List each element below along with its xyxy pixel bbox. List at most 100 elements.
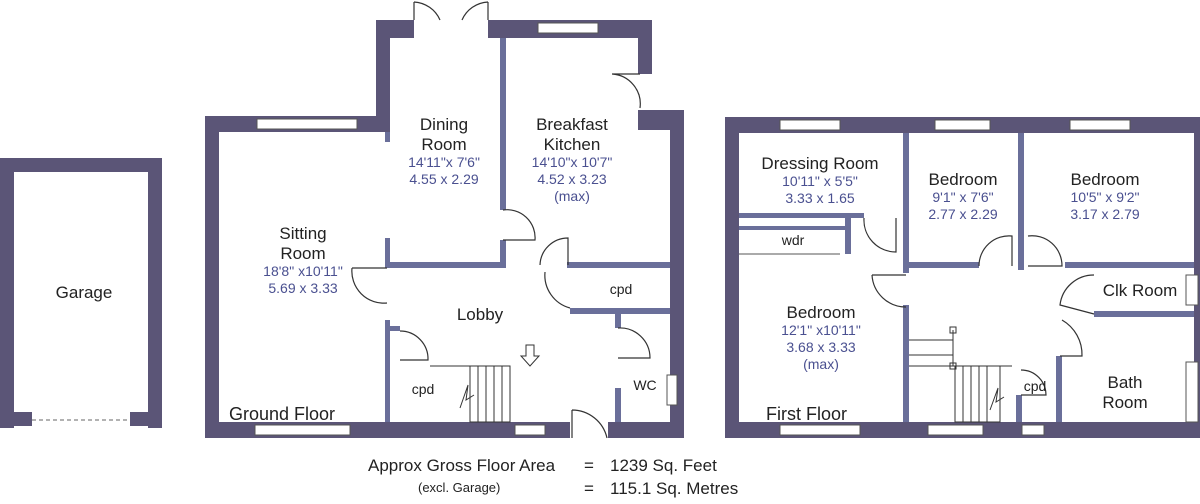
kitchen-label-1: Breakfast [536, 115, 608, 134]
bedroom1-note: (max) [803, 356, 839, 372]
ff-iwall-dressing-bed2 [903, 133, 909, 273]
ff-iwall-dressing-south [739, 213, 864, 218]
gf-window-kitchen-north [537, 22, 599, 34]
dressing-dim-ft: 10'11" x 5'5" [782, 173, 858, 189]
dining-dim-m: 4.55 x 2.29 [409, 171, 478, 187]
gf-door-kitchen-dining [502, 209, 536, 241]
area-label: Approx Gross Floor Area [368, 456, 556, 475]
sitting-dim-m: 5.69 x 3.33 [268, 280, 337, 296]
sitting-label-1: Sitting [279, 224, 326, 243]
ff-window-cpd [1021, 424, 1045, 436]
bedroom3-dim-ft: 10'5" x 9'2" [1071, 189, 1140, 205]
gf-door-sitting [351, 267, 388, 304]
dining-label-1: Dining [420, 115, 468, 134]
ff-stair-break [989, 387, 1005, 411]
gf-door-wc [617, 327, 651, 359]
bedroom2-dim-m: 2.77 x 2.29 [928, 206, 997, 222]
ff-newel-post [949, 326, 957, 334]
first-floor: Dressing Room 10'11" x 5'5" 3.33 x 1.65 … [725, 117, 1200, 438]
ground-floor: Dining Room 14'11"x 7'6" 4.55 x 2.29 Bre… [205, 1, 684, 439]
gf-wall-south-right [608, 422, 684, 438]
gf-wall-kitchen-ne [638, 20, 652, 74]
ff-iwall-wdr-top [739, 226, 849, 230]
sitting-dim-ft: 18'8" x10'11" [263, 263, 343, 279]
gf-wall-east [670, 110, 684, 438]
gf-iwall-wc-west [615, 388, 621, 422]
ff-door-clk [1059, 274, 1095, 315]
ff-window-clk [1185, 274, 1199, 306]
garage-wall-bottom-right [130, 412, 162, 426]
ff-iwall-bed2-south [909, 262, 979, 268]
gf-wall-dining-north-left [376, 20, 414, 38]
ff-window-landing [927, 424, 984, 436]
ff-stairs [909, 326, 1012, 423]
gf-window-wc [666, 374, 678, 406]
bath-label-1: Bath [1108, 373, 1143, 392]
cpd-first-label: cpd [1024, 378, 1047, 394]
gf-iwall-wc-top [615, 314, 621, 328]
ff-door-dressing [863, 217, 897, 253]
bedroom3-dim-m: 3.17 x 2.79 [1070, 206, 1139, 222]
gf-iwall-dining-lobby [385, 262, 505, 268]
cpd-kitchen-label: cpd [610, 281, 633, 297]
gf-wall-dining-west [376, 20, 390, 132]
dressing-label: Dressing Room [761, 154, 878, 173]
gf-stair-break [459, 384, 475, 409]
gf-french-door-left [413, 1, 441, 21]
gf-window-sitting-north [256, 118, 358, 130]
sitting-label-2: Room [280, 244, 325, 263]
gf-door-kitchen [539, 237, 569, 266]
area-sqm: 115.1 Sq. Metres [610, 479, 738, 498]
bath-label-2: Room [1102, 393, 1147, 412]
kitchen-note: (max) [554, 188, 590, 204]
gf-iwall-cpd-south [570, 308, 670, 314]
area-eq-2: = [584, 479, 594, 498]
area-sqft: 1239 Sq. Feet [610, 456, 717, 475]
garage-wall-right [148, 158, 162, 428]
kitchen-dim-ft: 14'10"x 10'7" [532, 154, 613, 170]
gf-iwall-dining-kitchen [500, 38, 506, 210]
gf-iwall-kitchen-south [567, 262, 670, 268]
gf-iwall-sitting-lobby [385, 320, 390, 422]
gf-window-lobby-south [514, 424, 546, 436]
ff-window-bedroom2 [934, 119, 991, 131]
ff-iwall-clk-south [1094, 311, 1194, 317]
garage: Garage [0, 158, 162, 428]
ff-iwall-cpd-west [1016, 395, 1022, 422]
ff-window-dressing [779, 119, 841, 131]
ff-iwall-bed2-bed3 [1018, 133, 1024, 270]
ff-door-bedroom1 [871, 274, 907, 308]
garage-wall-left [0, 158, 14, 428]
ground-floor-title: Ground Floor [229, 404, 335, 424]
gf-iwall-sitting-dining [385, 238, 390, 268]
ff-newel-post [949, 362, 957, 370]
ff-iwall-bath-west [1056, 356, 1062, 422]
bedroom2-label: Bedroom [929, 170, 998, 189]
bedroom3-label: Bedroom [1071, 170, 1140, 189]
gf-french-door-right [461, 1, 489, 21]
bedroom2-dim-ft: 9'1" x 7'6" [932, 189, 993, 205]
first-floor-title: First Floor [766, 404, 847, 424]
gf-stairs [430, 344, 541, 423]
kitchen-label-2: Kitchen [544, 135, 601, 154]
ff-window-bath [1185, 361, 1199, 423]
gf-iwall-a [385, 132, 390, 142]
ff-window-bedroom3 [1069, 119, 1131, 131]
wdr-label: wdr [781, 232, 805, 248]
dressing-dim-m: 3.33 x 1.65 [785, 190, 854, 206]
ff-wall-west [725, 117, 739, 438]
gf-iwall-cpd-top [385, 326, 400, 331]
bedroom1-label: Bedroom [787, 303, 856, 322]
garage-wall-top [0, 158, 162, 172]
gf-stairs-outline [469, 365, 511, 423]
ff-door-bedroom3 [1027, 235, 1063, 267]
garage-label: Garage [56, 283, 113, 302]
gf-wall-west [205, 116, 219, 438]
gf-door-kitchen-back [611, 73, 641, 109]
area-note: (excl. Garage) [418, 480, 500, 495]
ff-iwall-bed3-south [1065, 262, 1194, 268]
ff-iwall-bed1-east [903, 305, 909, 422]
ff-iwall-wdr-side [845, 218, 851, 254]
clk-label: Clk Room [1103, 281, 1178, 300]
gf-door-cpd [544, 271, 571, 309]
